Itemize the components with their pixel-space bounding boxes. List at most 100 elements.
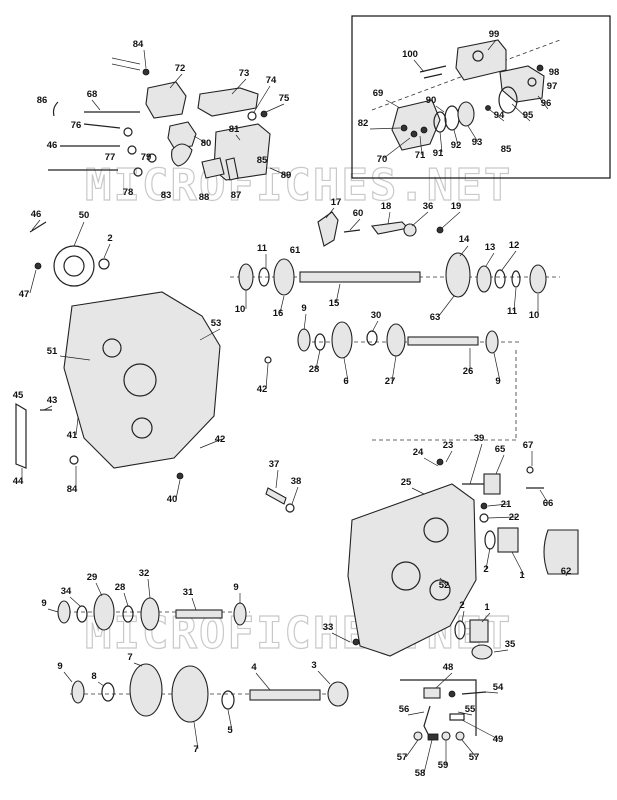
callout-22: 22 xyxy=(509,512,520,523)
callout-68: 68 xyxy=(87,89,98,100)
shift-cover-group xyxy=(48,57,271,181)
leader-lines xyxy=(21,39,569,774)
leader-line xyxy=(565,570,569,577)
part-1-bearing xyxy=(497,527,519,553)
callout-29: 29 xyxy=(87,572,98,583)
left-housing-group xyxy=(15,221,272,480)
leader-line xyxy=(423,457,439,467)
part-76-rod xyxy=(83,123,121,129)
callout-45: 45 xyxy=(13,390,24,401)
part-38-washer xyxy=(285,503,295,513)
callout-7: 7 xyxy=(127,652,132,663)
leader-line xyxy=(63,671,73,683)
leader-line xyxy=(461,719,499,740)
leader-line xyxy=(493,649,509,653)
leader-line xyxy=(317,670,331,685)
leader-line xyxy=(383,137,411,159)
leader-line xyxy=(489,109,505,122)
callout-70: 70 xyxy=(377,154,388,165)
part-33-plug xyxy=(352,638,360,646)
leader-line xyxy=(469,443,483,485)
lower-gear-group xyxy=(57,593,350,723)
callout-7: 7 xyxy=(193,744,198,755)
part-82-pin xyxy=(400,124,408,132)
callout-73: 73 xyxy=(239,68,250,79)
part-2c-seal xyxy=(454,620,466,640)
leader-line xyxy=(199,328,221,341)
leader-line xyxy=(485,547,491,570)
leader-line xyxy=(193,135,207,144)
leader-line xyxy=(191,597,197,611)
callout-89: 89 xyxy=(281,170,292,181)
callout-32: 32 xyxy=(139,568,150,579)
callout-5: 5 xyxy=(227,725,233,736)
part-48-block xyxy=(423,687,441,699)
callout-75: 75 xyxy=(279,93,290,104)
leader-line xyxy=(457,711,473,716)
leader-line xyxy=(303,313,307,331)
callout-98: 98 xyxy=(549,67,560,78)
part-67-ring xyxy=(526,466,534,474)
part-57-collar xyxy=(413,731,423,741)
part-53-bore-c xyxy=(131,417,153,439)
callout-9: 9 xyxy=(41,598,46,609)
callout-10: 10 xyxy=(235,304,246,315)
callout-44: 44 xyxy=(13,476,24,487)
part-3-gear xyxy=(327,681,349,707)
leader-line xyxy=(47,608,59,613)
callout-9: 9 xyxy=(57,661,62,672)
part-57b-collar xyxy=(455,731,465,741)
leader-line xyxy=(325,207,335,219)
callout-91: 91 xyxy=(433,148,444,159)
leader-line xyxy=(193,721,199,750)
part-77-spring xyxy=(127,145,137,155)
callout-42: 42 xyxy=(257,384,268,395)
leader-line xyxy=(511,551,525,576)
part-11b-ring xyxy=(511,270,521,288)
callout-39: 39 xyxy=(474,433,485,444)
part-14-gear xyxy=(445,252,471,298)
callout-67: 67 xyxy=(523,440,534,451)
leader-line xyxy=(315,349,321,370)
callout-55: 55 xyxy=(465,704,476,715)
inset-frame xyxy=(351,15,611,179)
callout-42: 42 xyxy=(215,434,226,445)
part-52-bore-a xyxy=(423,517,449,543)
leader-line xyxy=(175,479,181,500)
leader-line xyxy=(413,59,425,73)
callout-81: 81 xyxy=(229,124,240,135)
leader-line xyxy=(227,709,233,731)
leader-line xyxy=(439,577,447,586)
part-70-pin xyxy=(410,130,418,138)
leader-line xyxy=(485,252,495,267)
part-10-bearing xyxy=(238,263,254,291)
part-47-fitting xyxy=(34,262,42,270)
part-95-seal xyxy=(498,86,518,114)
callout-28: 28 xyxy=(115,582,126,593)
callout-38: 38 xyxy=(291,476,302,487)
part-1b-bearing xyxy=(469,619,489,643)
leader-line xyxy=(265,363,269,390)
callout-82: 82 xyxy=(358,118,369,129)
part-9e-bearing xyxy=(71,680,85,704)
leader-line xyxy=(265,103,285,113)
countershaft-group xyxy=(297,321,520,359)
callout-2: 2 xyxy=(107,233,112,244)
leader-line xyxy=(343,357,349,382)
callout-17: 17 xyxy=(331,197,342,208)
callout-8: 8 xyxy=(91,671,96,682)
leader-line xyxy=(487,516,517,519)
callout-65: 65 xyxy=(495,444,506,455)
part-37-pin xyxy=(265,487,287,505)
leader-line xyxy=(69,596,81,607)
callout-46: 46 xyxy=(47,140,58,151)
callout-71: 71 xyxy=(415,150,426,161)
callout-100: 100 xyxy=(402,49,418,60)
callout-30: 30 xyxy=(371,310,382,321)
callout-1: 1 xyxy=(484,602,490,613)
callout-48: 48 xyxy=(443,662,454,673)
leader-line xyxy=(387,211,391,225)
leader-line xyxy=(485,691,499,694)
callout-85: 85 xyxy=(257,155,268,166)
part-45-bracket xyxy=(15,402,27,469)
